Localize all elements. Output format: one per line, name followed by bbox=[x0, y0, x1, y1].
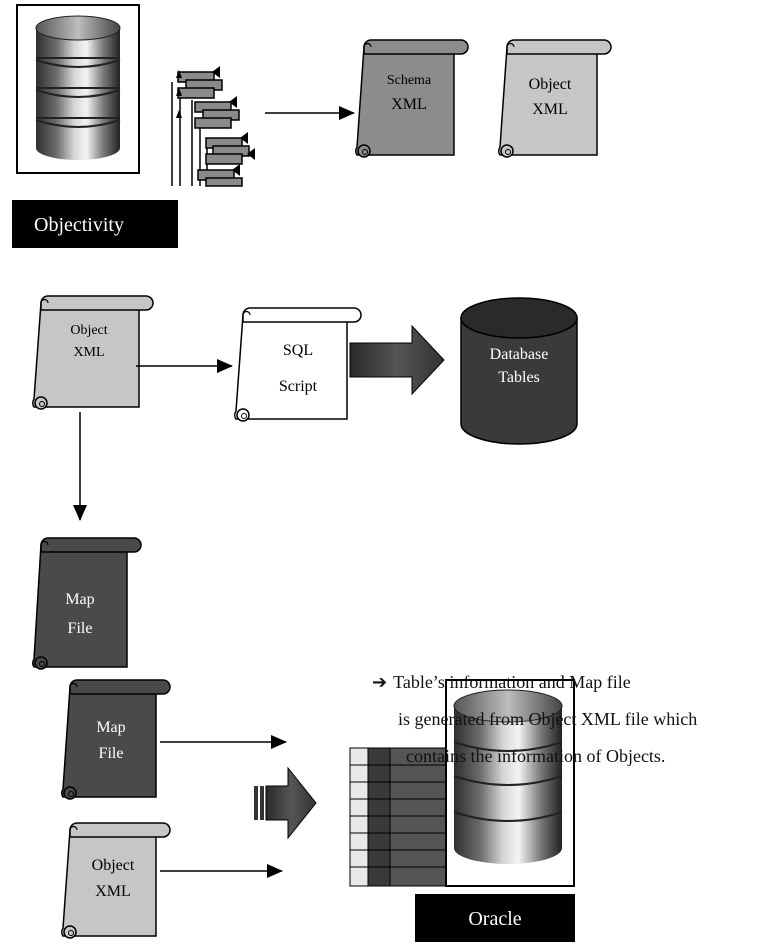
map-line1: Map bbox=[65, 591, 94, 608]
object-xml-document-2: Object XML bbox=[32, 295, 154, 410]
table-grid-icon bbox=[349, 747, 449, 887]
note-line3: contains the information of Objects. bbox=[406, 746, 666, 766]
db-tables-line1: Database bbox=[490, 346, 549, 363]
generation-note: ➔Table’s information and Map file is gen… bbox=[372, 664, 782, 775]
objectivity-label: Objectivity bbox=[12, 200, 178, 248]
object-tree-icon bbox=[171, 66, 255, 187]
database-tables-cylinder: Database Tables bbox=[460, 297, 578, 445]
arrow-right-icon: ➔ bbox=[372, 672, 388, 693]
object-xml2-line1: Object bbox=[70, 323, 107, 338]
svg-text:Objectivity: Objectivity bbox=[34, 214, 124, 236]
schema-xml-line2: XML bbox=[391, 96, 427, 113]
note-line2: is generated from Object XML file which bbox=[398, 709, 698, 729]
sql-line2: Script bbox=[279, 378, 318, 395]
map-line2: File bbox=[68, 620, 93, 637]
svg-text:Oracle: Oracle bbox=[468, 908, 521, 930]
object-xml-document: Object XML bbox=[498, 39, 612, 158]
sql-line1: SQL bbox=[283, 342, 313, 359]
object-xml3-line1: Object bbox=[92, 857, 135, 874]
schema-xml-document: Schema XML bbox=[355, 39, 469, 158]
map-file-document-2: Map File bbox=[61, 679, 171, 800]
object-xml-document-3: Object XML bbox=[61, 822, 171, 939]
map-file-document: Map File bbox=[32, 537, 142, 670]
object-xml-line2: XML bbox=[532, 101, 568, 118]
oracle-database-icon bbox=[445, 679, 575, 887]
generate-tables-arrow bbox=[349, 324, 445, 396]
sql-script-document: SQL Script bbox=[234, 307, 362, 422]
note-line1: Table’s information and Map file bbox=[393, 672, 631, 692]
object-xml2-line2: XML bbox=[73, 345, 104, 360]
load-arrow bbox=[254, 766, 317, 840]
schema-xml-line1: Schema bbox=[387, 73, 432, 88]
object-xml-line1: Object bbox=[529, 76, 572, 93]
object-xml3-line2: XML bbox=[95, 883, 131, 900]
db-tables-line2: Tables bbox=[498, 369, 540, 386]
map2-line2: File bbox=[99, 745, 124, 762]
objectivity-database-icon bbox=[16, 4, 140, 174]
map2-line1: Map bbox=[96, 719, 125, 736]
oracle-label: Oracle bbox=[415, 894, 575, 942]
